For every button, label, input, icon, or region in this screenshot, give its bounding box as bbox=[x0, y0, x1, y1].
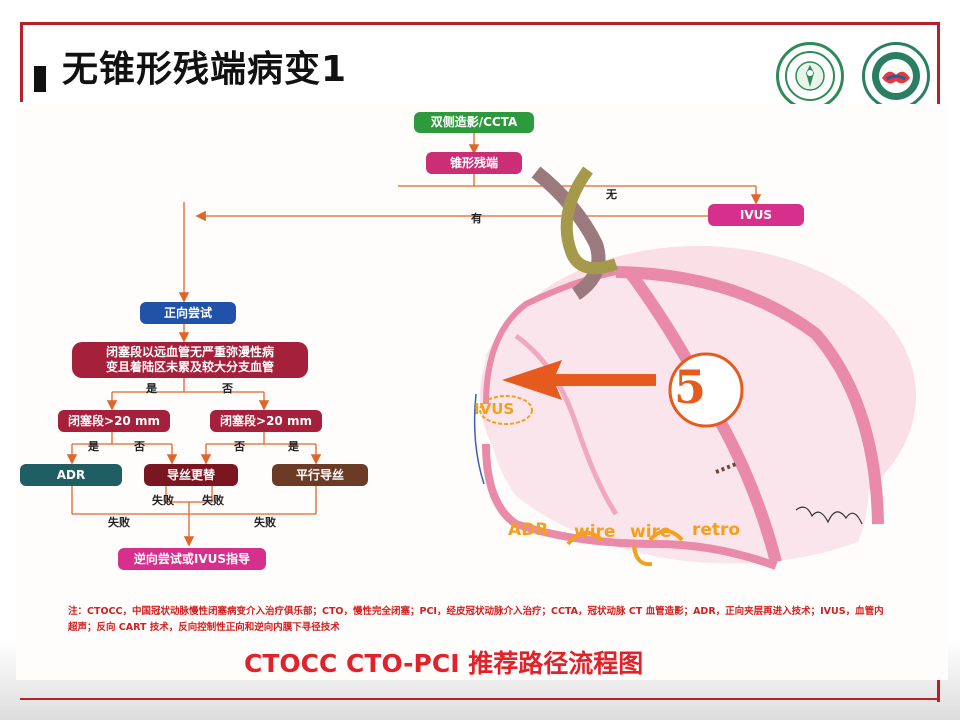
l-yes-label: 是 bbox=[88, 440, 99, 453]
question-box: 闭塞段以远血管无严重弥漫性病 变且着陆区未累及较大分支血管 bbox=[72, 342, 308, 378]
q-no-label: 否 bbox=[222, 382, 233, 395]
footnote: 注：CTOCC，中国冠状动脉慢性闭塞病变介入治疗俱乐部；CTO，慢性完全闭塞；P… bbox=[68, 606, 884, 633]
wire-label-2: wire bbox=[630, 522, 672, 542]
fail-a-label: 失败 bbox=[152, 494, 174, 507]
frame-top-line bbox=[20, 22, 940, 25]
ivus-top-box: IVUS bbox=[708, 204, 804, 226]
occl-right-box: 闭塞段>20 mm bbox=[210, 410, 322, 432]
r-yes-label: 是 bbox=[288, 440, 299, 453]
fail-d-label: 失败 bbox=[254, 516, 276, 529]
university-seal-icon bbox=[776, 42, 844, 110]
flowchart-connectors bbox=[66, 133, 916, 570]
signature-icon bbox=[795, 506, 863, 525]
l-no-label: 否 bbox=[134, 440, 145, 453]
retro-box: 逆向尝试或IVUS指导 bbox=[118, 548, 266, 570]
frame-left-line bbox=[20, 22, 23, 102]
adr-box: ADR bbox=[20, 464, 122, 486]
occl-left-box: 闭塞段>20 mm bbox=[58, 410, 170, 432]
heart-illustration bbox=[473, 166, 916, 570]
stump-box: 锥形残端 bbox=[426, 152, 522, 174]
no-label: 无 bbox=[606, 188, 617, 201]
start-box: 双侧造影/CCTA bbox=[414, 112, 534, 133]
ivus-label: IVUS bbox=[474, 400, 515, 418]
fail-b-label: 失败 bbox=[202, 494, 224, 507]
step-number: 5 bbox=[674, 360, 707, 414]
adr-label: ADR bbox=[508, 520, 549, 540]
wire-swap-box: 导丝更替 bbox=[144, 464, 238, 486]
r-no-label: 否 bbox=[234, 440, 245, 453]
arrow-icon bbox=[502, 360, 656, 400]
figure-caption: CTOCC CTO-PCI 推荐路径流程图 bbox=[244, 649, 644, 678]
hospital-handshake-icon bbox=[862, 42, 930, 110]
slide-title: 无锥形残端病变1 bbox=[62, 49, 348, 90]
frame-bottom-line bbox=[20, 698, 940, 700]
flowchart-panel: 双侧造影/CCTA 锥形残端 无 有 IVUS 正向尝试 闭塞段以远血管无严重弥… bbox=[16, 104, 948, 680]
title-accent-bar bbox=[34, 66, 46, 92]
retro-label: retro bbox=[692, 520, 741, 540]
antegrade-box: 正向尝试 bbox=[140, 302, 236, 324]
q-yes-label: 是 bbox=[146, 382, 157, 395]
yes-label: 有 bbox=[471, 212, 482, 225]
parallel-wire-box: 平行导丝 bbox=[272, 464, 368, 486]
wire-label-1: wire bbox=[574, 522, 616, 542]
fail-c-label: 失败 bbox=[108, 516, 130, 529]
